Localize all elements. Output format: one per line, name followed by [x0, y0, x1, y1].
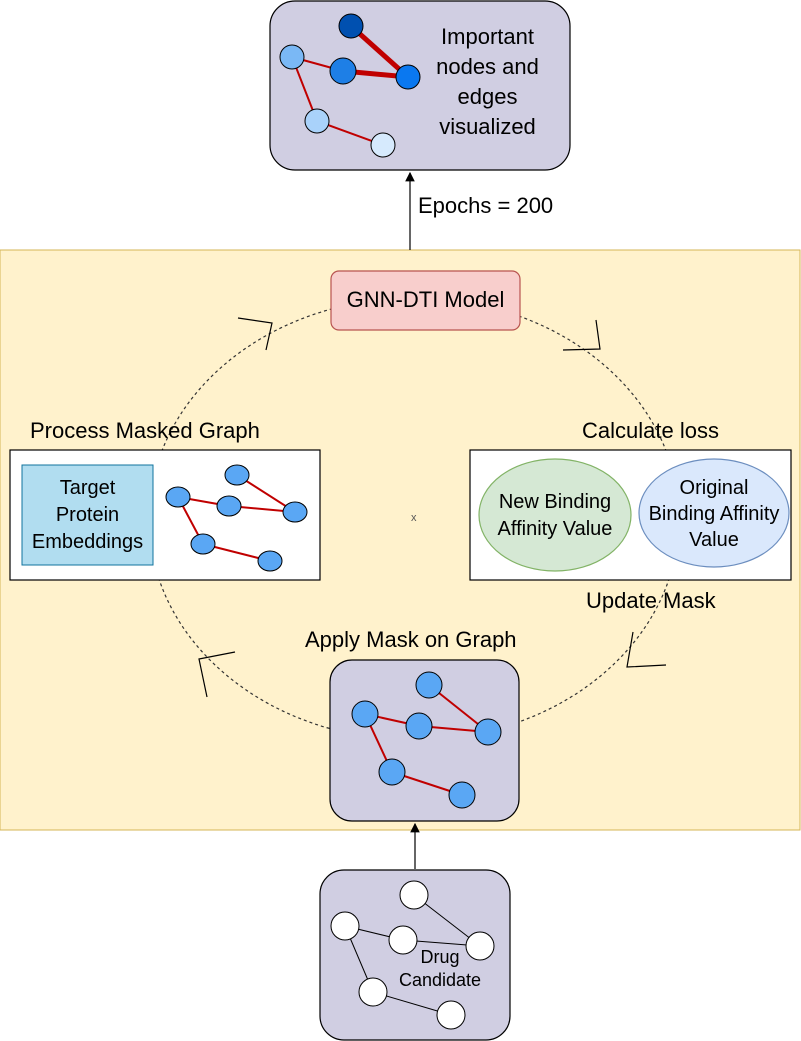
graph-node: [370, 132, 396, 158]
label-line: Important: [441, 24, 534, 49]
cycle-arrowhead-bottom-left: [198, 651, 236, 698]
target-protein-label: Target Protein Embeddings: [22, 475, 153, 556]
label-line: Target: [59, 477, 116, 499]
graph-node: [358, 977, 388, 1007]
center-mark: x: [411, 512, 417, 524]
graph-node: [329, 57, 357, 85]
graph-node: [395, 64, 421, 90]
new-binding-affinity-ellipse: [478, 458, 632, 572]
cycle-arrowhead-top-left: [237, 317, 273, 351]
masked-graph: [165, 464, 308, 572]
label-line: Affinity Value: [497, 518, 613, 540]
label-line: Protein: [55, 504, 120, 526]
cycle-arrowhead-top-right: [562, 319, 601, 351]
apply-mask-panel: [329, 659, 520, 822]
graph-node: [304, 108, 330, 134]
calculate-loss-title: Calculate loss: [582, 418, 719, 443]
original-binding-affinity-ellipse: [638, 458, 790, 568]
visualization-label: Important nodes and edges visualized: [425, 22, 550, 142]
highlighted-graph: [279, 13, 421, 158]
masked-graph: [351, 671, 502, 809]
apply-mask-title: Apply Mask on Graph: [305, 627, 517, 652]
target-protein-box: [21, 464, 154, 566]
graph-node: [282, 501, 308, 523]
graph-node: [190, 533, 216, 555]
label-line: Candidate: [398, 970, 482, 990]
label-line: Original: [679, 477, 749, 499]
graph-node: [378, 758, 406, 786]
graph-node: [405, 712, 433, 740]
original-binding-affinity-label: Original Binding Affinity Value: [639, 475, 789, 553]
cycle-arrowhead-bottom-right: [626, 631, 667, 668]
graph-node: [330, 911, 360, 941]
gnn-dti-model-label: GNN-DTI Model: [346, 287, 505, 312]
label-line: Embeddings: [31, 531, 144, 553]
drug-graph: [330, 880, 495, 1030]
graph-node: [257, 550, 283, 572]
graph-node: [216, 495, 242, 517]
drug-candidate-label: Drug Candidate: [380, 946, 500, 992]
graph-node: [465, 931, 495, 961]
graph-node: [448, 781, 476, 809]
label-line: Drug: [420, 947, 460, 967]
graph-node: [279, 44, 305, 70]
label-line: Binding Affinity: [648, 503, 780, 525]
graph-node: [351, 700, 379, 728]
process-masked-graph-title: Process Masked Graph: [30, 418, 260, 443]
new-binding-affinity-label: New Binding Affinity Value: [479, 489, 631, 543]
graph-node: [338, 13, 364, 39]
label-line: Value: [689, 529, 739, 551]
label-line: New Binding: [498, 491, 612, 513]
graph-node: [165, 486, 191, 508]
graph-node: [436, 1000, 466, 1030]
graph-node: [399, 880, 429, 910]
graph-node: [224, 464, 250, 486]
gnn-dti-model-box: [330, 270, 521, 331]
label-line: visualized: [439, 114, 536, 139]
graph-node: [415, 671, 443, 699]
visualization-panel: [269, 0, 571, 171]
graph-node: [388, 925, 418, 955]
epochs-label: Epochs = 200: [418, 193, 554, 218]
label-line: edges: [457, 84, 518, 109]
label-line: nodes and: [436, 54, 539, 79]
graph-edge: [349, 24, 410, 79]
graph-node: [474, 718, 502, 746]
update-mask-label: Update Mask: [586, 588, 716, 613]
